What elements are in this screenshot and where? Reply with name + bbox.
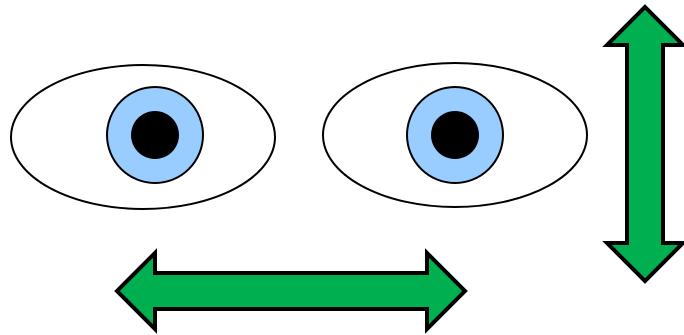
left-eye-pupil [131,111,179,159]
vertical-double-arrow [607,7,683,281]
right-eye-pupil [431,111,479,159]
right-eye [323,63,587,207]
horizontal-double-arrow [117,253,465,329]
left-eye [11,65,275,209]
